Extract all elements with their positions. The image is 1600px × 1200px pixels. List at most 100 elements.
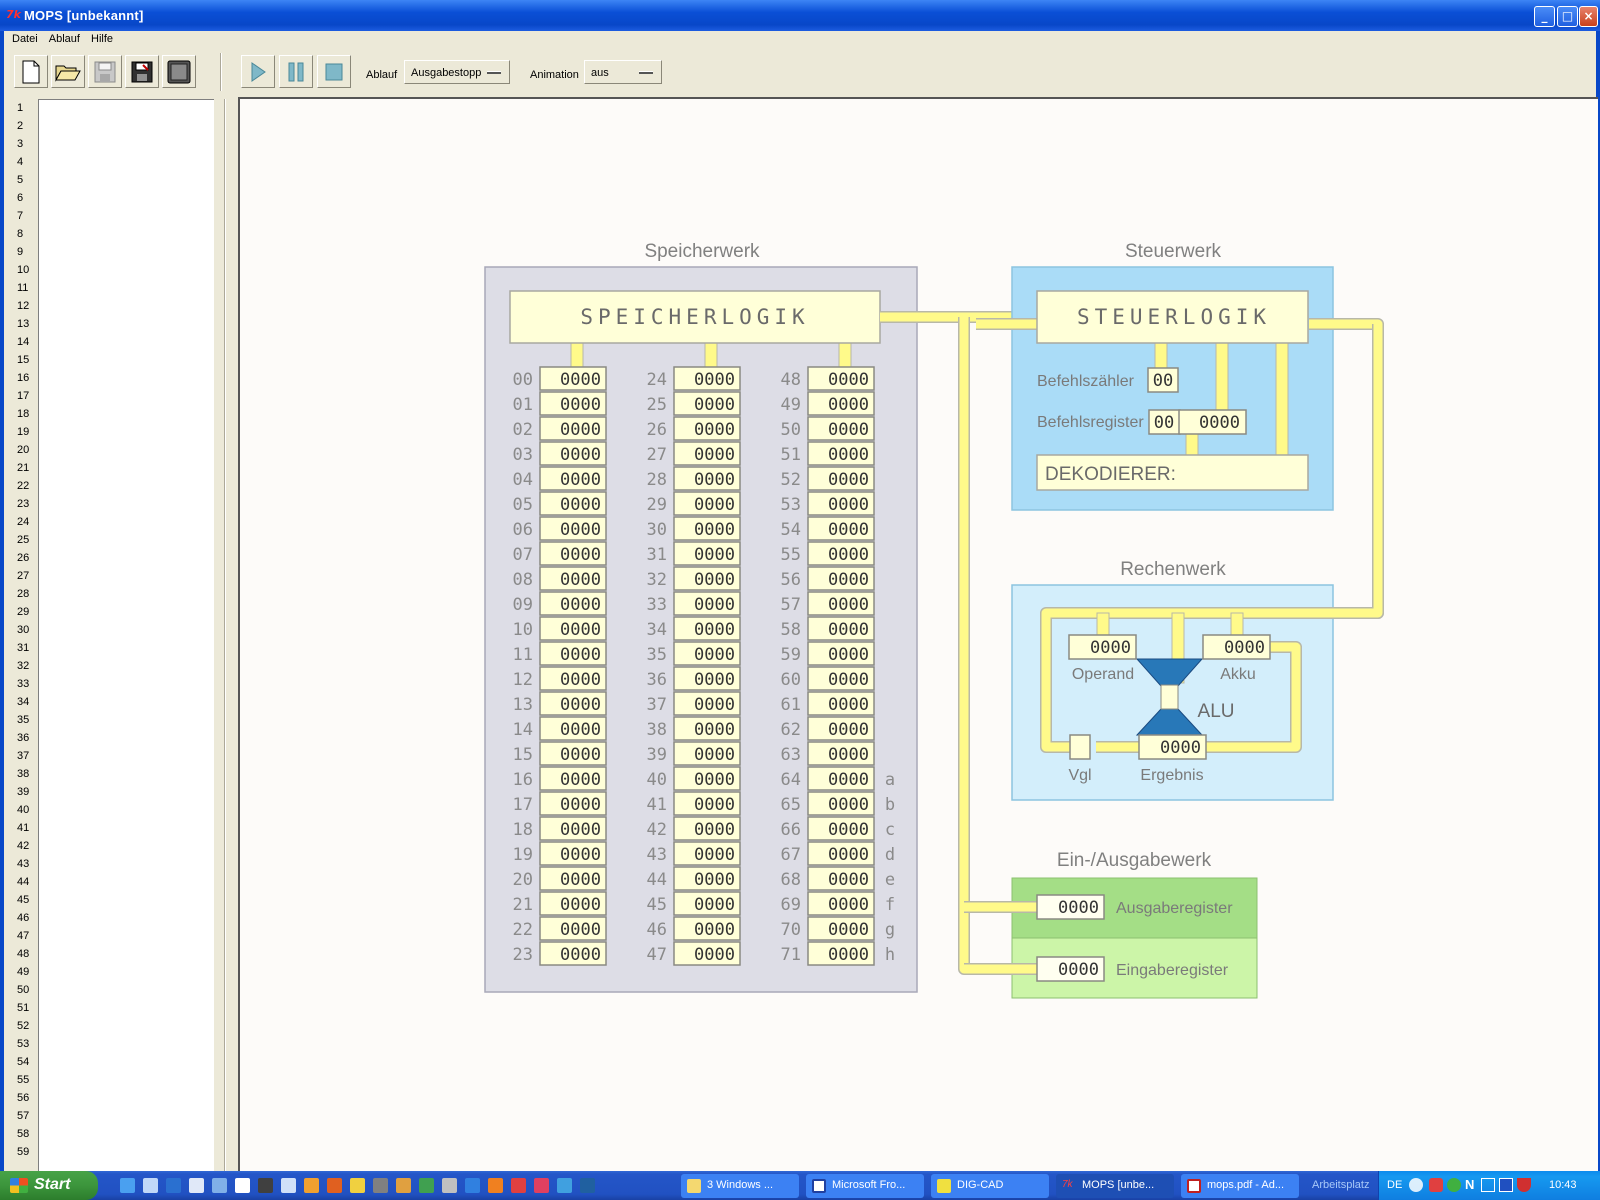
quick-launch-icon[interactable] [419, 1178, 434, 1193]
taskbar-item-windows[interactable]: 3 Windows ... [681, 1174, 799, 1198]
befehlsregister-op[interactable] [1148, 409, 1181, 435]
quick-launch-icon[interactable] [258, 1178, 273, 1193]
save-button[interactable] [88, 55, 122, 88]
quick-launch-icon[interactable] [235, 1178, 250, 1193]
memory-cell-60[interactable] [807, 666, 875, 691]
memory-cell-50[interactable] [807, 416, 875, 441]
memory-cell-51[interactable] [807, 441, 875, 466]
memory-cell-45[interactable] [673, 891, 741, 916]
memory-cell-53[interactable] [807, 491, 875, 516]
befehlsregister-arg[interactable] [1178, 409, 1247, 435]
memory-cell-18[interactable] [539, 816, 607, 841]
quick-launch-icon[interactable] [327, 1178, 342, 1193]
memory-cell-48[interactable] [807, 366, 875, 391]
memory-cell-66[interactable] [807, 816, 875, 841]
quick-launch-icon[interactable] [534, 1178, 549, 1193]
memory-cell-24[interactable] [673, 366, 741, 391]
memory-cell-64[interactable] [807, 766, 875, 791]
quick-launch-icon[interactable] [304, 1178, 319, 1193]
tray-shield-icon[interactable] [1517, 1178, 1531, 1192]
memory-cell-35[interactable] [673, 641, 741, 666]
maximize-button[interactable]: □ [1557, 6, 1578, 27]
memory-cell-70[interactable] [807, 916, 875, 941]
memory-cell-00[interactable] [539, 366, 607, 391]
quick-launch-icon[interactable] [557, 1178, 572, 1193]
tray-app-icon[interactable] [1429, 1178, 1443, 1192]
ausgaberegister[interactable] [1036, 894, 1105, 920]
save-as-button[interactable] [125, 55, 159, 88]
memory-cell-34[interactable] [673, 616, 741, 641]
memory-cell-03[interactable] [539, 441, 607, 466]
memory-cell-13[interactable] [539, 691, 607, 716]
memory-cell-11[interactable] [539, 641, 607, 666]
pause-button[interactable] [279, 55, 313, 88]
memory-cell-61[interactable] [807, 691, 875, 716]
quick-launch-icon[interactable] [373, 1178, 388, 1193]
quick-launch-icon[interactable] [396, 1178, 411, 1193]
memory-cell-71[interactable] [807, 941, 875, 966]
taskbar-item-digcad[interactable]: DIG-CAD [931, 1174, 1049, 1198]
memory-cell-32[interactable] [673, 566, 741, 591]
code-editor[interactable] [38, 99, 214, 1171]
menu-ablauf[interactable]: Ablauf [48, 33, 80, 45]
quick-launch-icon[interactable] [120, 1178, 135, 1193]
memory-cell-36[interactable] [673, 666, 741, 691]
memory-cell-16[interactable] [539, 766, 607, 791]
quick-launch-icon[interactable] [511, 1178, 526, 1193]
memory-cell-10[interactable] [539, 616, 607, 641]
operand-register[interactable] [1068, 634, 1137, 660]
quick-launch-icon[interactable] [580, 1178, 595, 1193]
run-button[interactable] [241, 55, 275, 88]
memory-cell-23[interactable] [539, 941, 607, 966]
memory-cell-20[interactable] [539, 866, 607, 891]
quick-link-arbeitsplatz[interactable]: Arbeitsplatz [1312, 1179, 1370, 1191]
memory-cell-63[interactable] [807, 741, 875, 766]
taskbar-item-mops[interactable]: 7k MOPS [unbe... [1056, 1174, 1174, 1198]
memory-cell-29[interactable] [673, 491, 741, 516]
memory-cell-21[interactable] [539, 891, 607, 916]
memory-cell-31[interactable] [673, 541, 741, 566]
memory-cell-26[interactable] [673, 416, 741, 441]
quick-launch-icon[interactable] [189, 1178, 204, 1193]
ablauf-select[interactable]: Ausgabestopp [404, 60, 510, 84]
quick-launch-icon[interactable] [350, 1178, 365, 1193]
animation-select[interactable]: aus [584, 60, 662, 84]
stop-button[interactable] [317, 55, 351, 88]
tray-display-icon[interactable] [1481, 1178, 1495, 1192]
memory-cell-56[interactable] [807, 566, 875, 591]
memory-cell-38[interactable] [673, 716, 741, 741]
memory-cell-27[interactable] [673, 441, 741, 466]
tray-n-icon[interactable]: N [1465, 1177, 1475, 1192]
quick-launch-icon[interactable] [143, 1178, 158, 1193]
akku-register[interactable] [1202, 634, 1271, 660]
memory-cell-06[interactable] [539, 516, 607, 541]
memory-cell-58[interactable] [807, 616, 875, 641]
taskbar-item-frontpage[interactable]: Microsoft Fro... [806, 1174, 924, 1198]
memory-cell-41[interactable] [673, 791, 741, 816]
memory-cell-54[interactable] [807, 516, 875, 541]
ergebnis-register[interactable] [1138, 734, 1207, 760]
memory-cell-07[interactable] [539, 541, 607, 566]
memory-cell-43[interactable] [673, 841, 741, 866]
memory-cell-40[interactable] [673, 766, 741, 791]
memory-cell-69[interactable] [807, 891, 875, 916]
memory-cell-52[interactable] [807, 466, 875, 491]
vgl-flag[interactable] [1069, 734, 1091, 760]
language-indicator[interactable]: DE [1387, 1179, 1403, 1191]
quick-launch-icon[interactable] [166, 1178, 181, 1193]
memory-cell-65[interactable] [807, 791, 875, 816]
memory-cell-39[interactable] [673, 741, 741, 766]
memory-cell-05[interactable] [539, 491, 607, 516]
memory-cell-49[interactable] [807, 391, 875, 416]
memory-cell-37[interactable] [673, 691, 741, 716]
taskbar-item-pdf[interactable]: mops.pdf - Ad... [1181, 1174, 1299, 1198]
start-button[interactable]: Start [0, 1171, 98, 1200]
quick-launch-icon[interactable] [488, 1178, 503, 1193]
memory-cell-47[interactable] [673, 941, 741, 966]
memory-cell-01[interactable] [539, 391, 607, 416]
minimize-button[interactable]: _ [1534, 6, 1555, 27]
new-file-button[interactable] [14, 55, 48, 88]
eingaberegister[interactable] [1036, 956, 1105, 982]
memory-cell-67[interactable] [807, 841, 875, 866]
memory-reset-button[interactable] [162, 55, 196, 88]
